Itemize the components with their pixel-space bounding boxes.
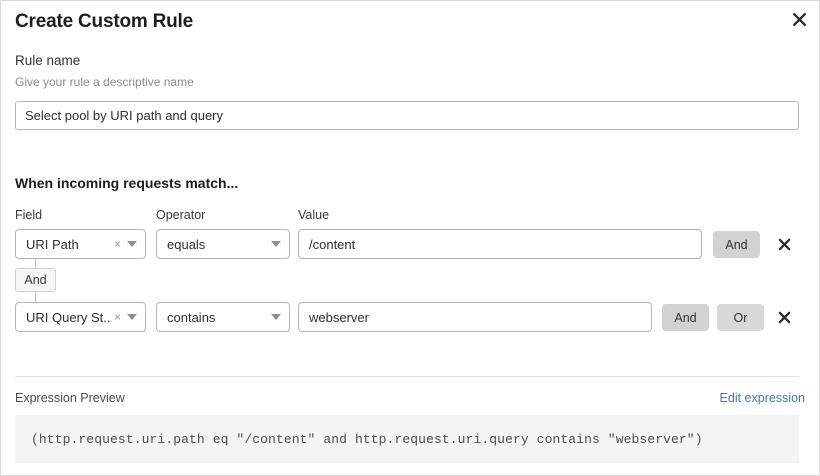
- rule-name-label: Rule name: [15, 53, 81, 68]
- delete-row-2-button[interactable]: [773, 306, 795, 328]
- row-2-and-button[interactable]: And: [662, 304, 709, 331]
- field-select-1[interactable]: URI Path ×: [15, 229, 146, 259]
- condition-row: URI Path × equals And: [1, 229, 820, 259]
- group-connector-line-bottom: [35, 291, 36, 302]
- value-input-2[interactable]: [298, 302, 652, 332]
- dialog-title: Create Custom Rule: [15, 11, 193, 32]
- chevron-down-icon: [127, 241, 137, 247]
- clear-field-icon[interactable]: ×: [113, 237, 121, 251]
- clear-field-icon[interactable]: ×: [113, 310, 121, 324]
- chevron-down-icon: [271, 314, 281, 320]
- edit-expression-link[interactable]: Edit expression: [719, 391, 805, 405]
- rule-name-input[interactable]: [15, 101, 799, 130]
- close-icon: [778, 311, 790, 323]
- column-header-operator: Operator: [156, 208, 206, 222]
- operator-select-1-value: equals: [167, 236, 206, 252]
- field-select-1-value: URI Path: [26, 236, 79, 252]
- operator-select-2-value: contains: [167, 309, 216, 325]
- column-header-value: Value: [298, 208, 330, 222]
- group-connector-line-top: [35, 259, 36, 270]
- section-divider: [15, 376, 799, 377]
- field-select-2-value: URI Query St...: [26, 309, 112, 325]
- expression-preview-box: (http.request.uri.path eq "/content" and…: [15, 415, 799, 463]
- rule-name-help-text: Give your rule a descriptive name: [15, 75, 194, 89]
- close-icon: [792, 12, 806, 26]
- field-select-2[interactable]: URI Query St... ×: [15, 302, 146, 332]
- condition-row: URI Query St... × contains And Or: [1, 302, 820, 332]
- delete-row-1-button[interactable]: [773, 233, 795, 255]
- operator-select-2[interactable]: contains: [156, 302, 290, 332]
- close-icon: [778, 238, 790, 250]
- chevron-down-icon: [127, 314, 137, 320]
- group-and-toggle[interactable]: And: [15, 268, 56, 292]
- row-2-or-button[interactable]: Or: [717, 304, 764, 331]
- expression-preview-text: (http.request.uri.path eq "/content" and…: [31, 431, 703, 447]
- match-section-heading: When incoming requests match...: [15, 175, 239, 191]
- close-dialog-button[interactable]: [787, 7, 811, 31]
- value-input-1[interactable]: [298, 229, 702, 259]
- chevron-down-icon: [271, 241, 281, 247]
- row-1-and-button[interactable]: And: [713, 231, 760, 258]
- column-header-field: Field: [15, 208, 43, 222]
- operator-select-1[interactable]: equals: [156, 229, 290, 259]
- expression-preview-label: Expression Preview: [15, 391, 125, 405]
